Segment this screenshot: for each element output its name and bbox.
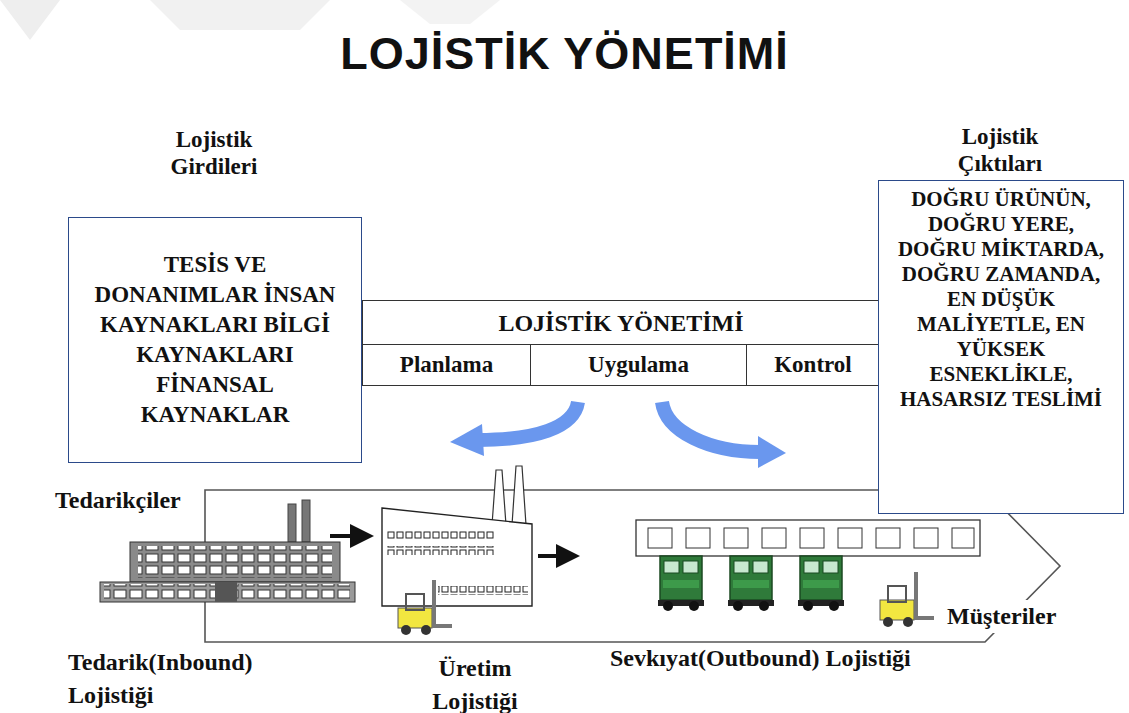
supplier-label: Tedarikçiler [52,484,184,517]
step-label: Kontrol [774,352,852,378]
step-cell: Uygulama [531,345,747,385]
box-body: TESİS VE DONANIMLAR İNSAN KAYNAKLARI BİL… [69,240,361,440]
step-cell: Kontrol [747,345,879,385]
step-cell: Planlama [363,345,531,385]
stage-label: Sevkıyat(Outbound) Lojistiği [610,642,930,675]
box-title: LOJİSTİK YÖNETİMİ [363,301,879,345]
stage-label: Tedarik(Inbound) Lojistiği [68,646,298,712]
input-box: Lojistik GirdileriTESİS VE DONANIMLAR İN… [68,217,362,463]
step-label: Uygulama [588,352,689,378]
box-body: DOĞRU ÜRÜNÜN, DOĞRU YERE, DOĞRU MİKTARDA… [879,181,1123,418]
box-heading: Lojistik Çıktıları [920,123,1080,177]
output-box: Lojistik ÇıktılarıDOĞRU ÜRÜNÜN, DOĞRU YE… [878,180,1124,514]
management-box: LOJİSTİK YÖNETİMİ Planlama Uygulama Kontrol [362,300,880,386]
step-label: Planlama [400,352,493,378]
customer-label: Müşteriler [944,600,1059,633]
box-heading: Lojistik Girdileri [134,126,294,180]
diagram-title: LOJİSTİK YÖNETİMİ [0,28,1129,80]
stage-label: Üretim Lojistiği [400,652,550,713]
